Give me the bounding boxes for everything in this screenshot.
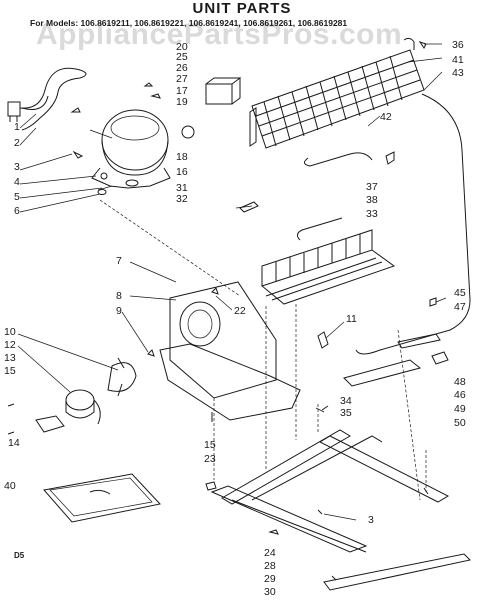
callout-47: 47 bbox=[454, 301, 466, 313]
callout-36: 36 bbox=[452, 39, 464, 51]
callout-8: 8 bbox=[116, 290, 122, 302]
callout-7: 7 bbox=[116, 255, 122, 267]
bottom-rail bbox=[323, 553, 472, 591]
assembly-lines bbox=[99, 199, 427, 501]
fasteners bbox=[7, 41, 429, 581]
fan-motor bbox=[35, 357, 137, 433]
callout-26: 26 bbox=[176, 62, 188, 74]
callout-20: 20 bbox=[176, 41, 188, 53]
callout-34: 34 bbox=[340, 395, 352, 407]
relay bbox=[143, 77, 242, 139]
callout-32: 32 bbox=[176, 193, 188, 205]
callout-40: 40 bbox=[4, 480, 16, 492]
callout-33: 33 bbox=[366, 208, 378, 220]
callout-4: 4 bbox=[14, 176, 20, 188]
callout-16: 16 bbox=[176, 166, 188, 178]
callout-6: 6 bbox=[14, 205, 20, 217]
callout-29: 29 bbox=[264, 573, 276, 585]
models-line: For Models: 106.8619211, 106.8619221, 10… bbox=[30, 18, 348, 28]
callout-13: 13 bbox=[4, 352, 16, 364]
callout-23: 23 bbox=[204, 453, 216, 465]
watermark: AppliancePartsPros.com bbox=[36, 18, 403, 51]
callout-28: 28 bbox=[264, 560, 276, 572]
callout-45: 45 bbox=[454, 287, 466, 299]
mounting-brackets bbox=[317, 297, 449, 387]
base-frame bbox=[210, 429, 450, 553]
callout-14: 14 bbox=[8, 437, 20, 449]
callout-30: 30 bbox=[264, 586, 276, 598]
drain-pan bbox=[43, 473, 161, 523]
callout-3: 3 bbox=[14, 161, 20, 173]
mounting-screws bbox=[70, 107, 107, 195]
callout-5: 5 bbox=[14, 191, 20, 203]
callout-18: 18 bbox=[176, 151, 188, 163]
condenser-coil bbox=[249, 37, 425, 149]
callout-3-bottom: 3 bbox=[368, 514, 374, 526]
callout-1: 1 bbox=[14, 121, 20, 133]
leader-line bbox=[89, 129, 113, 139]
callout-24: 24 bbox=[264, 547, 276, 559]
fan-shroud bbox=[159, 281, 301, 421]
callout-48: 48 bbox=[454, 376, 466, 388]
callout-15-left: 15 bbox=[4, 365, 16, 377]
callout-31: 31 bbox=[176, 182, 188, 194]
callout-46: 46 bbox=[454, 389, 466, 401]
callout-12: 12 bbox=[4, 339, 16, 351]
power-cord bbox=[7, 67, 87, 131]
callout-50: 50 bbox=[454, 417, 466, 429]
callout-10: 10 bbox=[4, 326, 16, 338]
callout-41: 41 bbox=[452, 54, 464, 66]
page-code: D5 bbox=[14, 551, 25, 560]
callout-49: 49 bbox=[454, 403, 466, 415]
callout-leaders bbox=[17, 43, 447, 521]
refrigerant-lines bbox=[304, 93, 471, 355]
evaporator-coil bbox=[239, 201, 396, 305]
callout-19: 19 bbox=[176, 96, 188, 108]
callout-25: 25 bbox=[176, 51, 188, 63]
compressor bbox=[91, 109, 171, 189]
callout-35: 35 bbox=[340, 407, 352, 419]
callout-27: 27 bbox=[176, 73, 188, 85]
callout-42: 42 bbox=[380, 111, 392, 123]
callout-37: 37 bbox=[366, 181, 378, 193]
callout-2: 2 bbox=[14, 137, 20, 149]
callout-11: 11 bbox=[346, 313, 357, 325]
callout-22: 22 bbox=[234, 305, 246, 317]
callout-43: 43 bbox=[452, 67, 464, 79]
diagram-title: UNIT PARTS bbox=[192, 0, 292, 17]
callout-17: 17 bbox=[176, 85, 188, 97]
callout-15-center: 15 bbox=[204, 439, 216, 451]
callout-38: 38 bbox=[366, 194, 378, 206]
callout-9: 9 bbox=[116, 305, 122, 317]
